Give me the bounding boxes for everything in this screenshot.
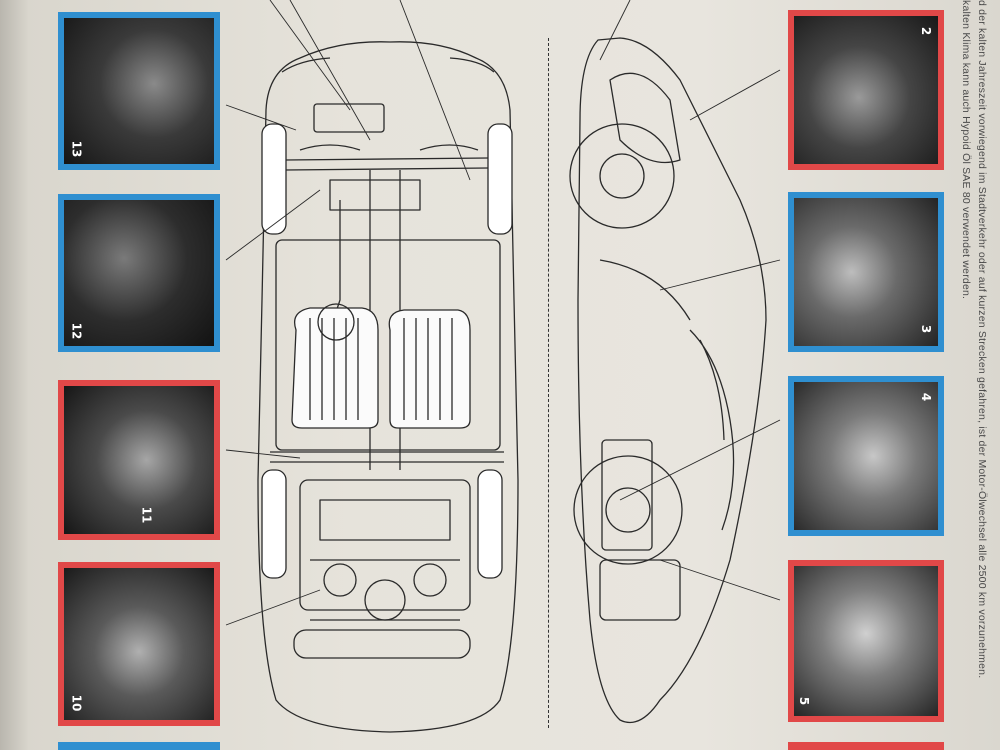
wheel-side-rear <box>573 455 683 565</box>
side-note-line-2: kalten Klima kann auch Hypoid Öl SAE 80 … <box>960 0 972 300</box>
car-side-outline <box>577 37 767 724</box>
seat-left <box>291 307 379 429</box>
photo-10: 10 <box>58 562 220 726</box>
photo-4: 4 <box>788 376 944 536</box>
wheel-side-front <box>569 123 675 229</box>
car-top-outline <box>257 41 519 733</box>
wheel-rear-right <box>477 469 503 579</box>
muffler <box>293 629 471 659</box>
photo-13: 13 <box>58 12 220 170</box>
photo-3: 3 <box>788 192 944 352</box>
wheel-front-left <box>261 123 287 235</box>
photo-12: 12 <box>58 194 220 352</box>
seat-right <box>388 309 471 429</box>
view-divider <box>548 38 550 728</box>
wheel-front-right <box>487 123 513 235</box>
photo-5: 5 <box>788 560 944 722</box>
side-notes: d der kalten Jahreszeit vorwiegend im St… <box>956 0 996 750</box>
steering-wheel <box>317 303 355 341</box>
engine <box>299 479 471 611</box>
wheel-rear-left <box>261 469 287 579</box>
photo-2: 2 <box>788 10 944 170</box>
side-note-line-1: d der kalten Jahreszeit vorwiegend im St… <box>976 0 988 679</box>
partial-photo-frame <box>788 742 944 750</box>
partial-photo-frame <box>58 742 220 750</box>
photo-11: 11 <box>58 380 220 540</box>
page-gutter-shadow <box>0 0 28 750</box>
